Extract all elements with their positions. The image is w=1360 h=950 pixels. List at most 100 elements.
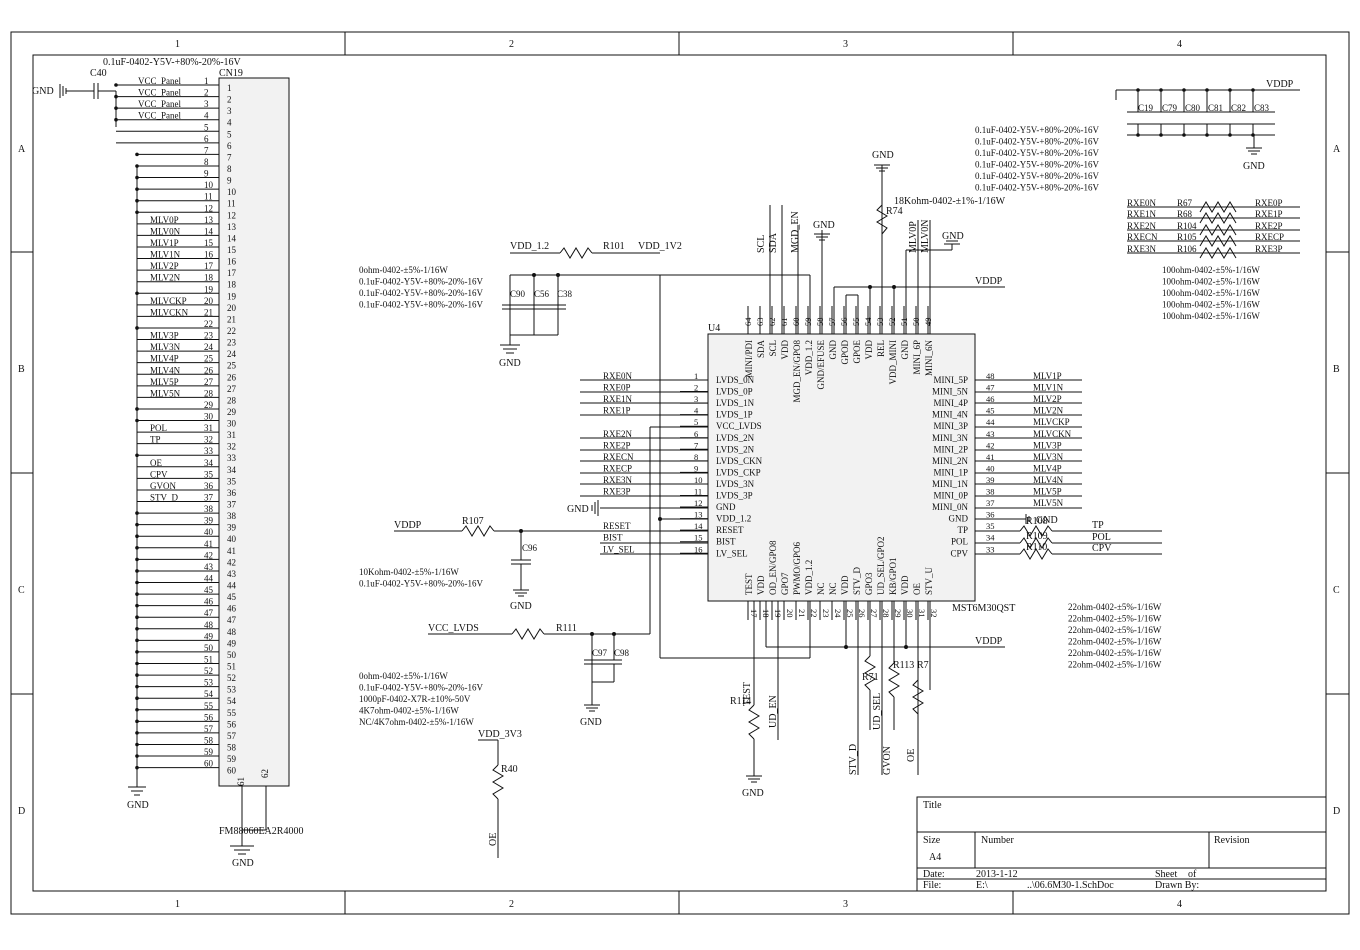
connector-pin-number: 34 — [204, 458, 214, 468]
terminator-net-right: RXECP — [1255, 232, 1284, 242]
ic-top-pin-number: 55 — [851, 318, 861, 327]
file-drive: E:\ — [976, 880, 988, 891]
connector-pin-inner-number: 15 — [227, 245, 237, 255]
connector-pin-number: 37 — [204, 493, 214, 503]
connector-pin-inner-number: 13 — [227, 222, 237, 232]
ic-top-pin-name: MINI_6P — [912, 340, 922, 375]
net-vdd-3v3: VDD_3V3 — [478, 729, 522, 740]
ic-top-pin-number: 59 — [803, 318, 813, 327]
connector-pin-number: 39 — [204, 516, 214, 526]
connector-pin-number: 50 — [204, 643, 214, 653]
connector-part: FM88060EA2R4000 — [219, 826, 303, 837]
ic-bottom-pin-number: 23 — [821, 609, 831, 618]
ic-bottom-pin-name: KB/GPO1 — [888, 557, 898, 595]
connector-pin-net: MLV5N — [150, 388, 181, 398]
ic-top-pin-name: GPOE — [852, 340, 862, 364]
ic-right-pin-name: MINI_2N — [932, 456, 968, 466]
ic-left-net-label: LV_SEL — [603, 544, 635, 554]
ic-ref: U4 — [708, 323, 720, 334]
ic-bottom-pin-name: VDD_1.2 — [804, 560, 814, 595]
ic-right-pin-name: CPV — [950, 548, 968, 558]
connector-pin-inner-number: 12 — [227, 210, 236, 220]
ic-right-pin-name: POL — [951, 537, 968, 547]
connector-pin-number: 20 — [204, 296, 214, 306]
ic-bottom-pin-number: 26 — [857, 609, 867, 618]
junction-dot — [114, 83, 118, 87]
ic-left-net-label: RXE3N — [603, 475, 633, 485]
connector-pin-number: 42 — [204, 550, 213, 560]
connector-pin-number: 36 — [204, 481, 214, 491]
r110-ref: R110 — [1026, 542, 1047, 553]
connector-pin-inner-number: 46 — [227, 604, 237, 614]
connector-pin-inner-number: 5 — [227, 129, 232, 139]
connector-pin-inner-number: 27 — [227, 384, 237, 394]
ic-top-pin-number: 50 — [911, 318, 921, 327]
ic-right-net-label: MLV5P — [1033, 487, 1062, 497]
connector-pin-number: 23 — [204, 331, 214, 341]
ic-top-pin-number: 56 — [839, 318, 849, 327]
ic-left-pin-number: 13 — [694, 510, 703, 520]
zone-col-top: 4 — [1177, 39, 1182, 50]
connector-pin-inner-number: 38 — [227, 511, 237, 521]
junction-dot — [114, 94, 118, 99]
gnd-pin49: GND — [942, 231, 964, 242]
ic-top-pin-name: REL — [876, 340, 886, 357]
connector-pin-net: MLVCKP — [150, 296, 187, 306]
ic-right-pin-number: 33 — [986, 544, 995, 554]
ic-left-pin-name: LVDS_CKN — [716, 456, 763, 466]
net-vdd-1-2: VDD_1.2 — [510, 241, 549, 252]
ic-top-pin-name: GND — [828, 340, 838, 360]
c90-ref: C90 — [510, 289, 526, 299]
net-vddp-bottom: VDDP — [975, 636, 1003, 647]
connector-pin-number: 26 — [204, 365, 214, 375]
ic-right-pin-name: TP — [957, 525, 968, 535]
ic-left-pin-name: LVDS_0P — [716, 387, 753, 397]
ic-bottom-pin-number: 31 — [917, 609, 927, 618]
r113-ref: R113 — [893, 660, 914, 671]
junction-dot — [1136, 133, 1140, 137]
connector-pin-inner-number: 23 — [227, 338, 237, 348]
connector-pin-net: VCC_Panel — [138, 76, 182, 86]
ic-left-pin-name: LVDS_0N — [716, 375, 755, 385]
date-value: 2013-1-12 — [976, 869, 1018, 880]
ic-bottom-pin-name: NC — [816, 582, 826, 595]
ic-left-pin-name: LVDS_2N — [716, 433, 755, 443]
ic-left-net-label: RXE1N — [603, 394, 633, 404]
ic-bottom-pin-name: STV_U — [924, 566, 934, 595]
ic-bottom-pin-name: VDD — [900, 575, 910, 595]
connector-pin-number: 40 — [204, 527, 214, 537]
c79-ref: C79 — [1162, 103, 1178, 113]
terminator-ref: R105 — [1177, 232, 1197, 242]
ic-top-pin-name: MINI/PDI — [744, 340, 754, 378]
ic-bottom-pin-name: OD_EN/GPO8 — [768, 540, 778, 595]
ic-left-pin-name: LVDS_1N — [716, 398, 755, 408]
connector-pin-number: 10 — [204, 180, 214, 190]
ic-right-pin-name: MINI_3N — [932, 433, 968, 443]
connector-gnd-bottom: GND — [232, 858, 254, 869]
ic-left-pin-number: 10 — [694, 475, 703, 485]
c98-ref: C98 — [614, 648, 630, 658]
connector-pin-number: 49 — [204, 631, 214, 641]
junction-dot — [1251, 88, 1255, 92]
connector-gnd-left: GND — [127, 800, 149, 811]
note-line: 0ohm-0402-±5%-1/16W — [359, 671, 448, 681]
net-ud-sel: UD_SEL — [872, 693, 883, 730]
connector-pin-number: 8 — [204, 157, 209, 167]
junction-dot — [135, 453, 139, 458]
terminator-net-right: RXE0P — [1255, 198, 1283, 208]
ic-right-pin-number: 39 — [986, 475, 995, 485]
size-value: A4 — [929, 852, 941, 863]
connector-pin-inner-number: 25 — [227, 361, 237, 371]
ic-u4: U4 MST6M30QST — [707, 323, 1015, 614]
title-label: Title — [923, 800, 942, 811]
ic-bottom-pin-name: TEST — [744, 573, 754, 595]
ic-right-pin-number: 48 — [986, 371, 995, 381]
terminator-net-left: RXE3N — [1127, 244, 1157, 254]
connector-pin-number: 52 — [204, 666, 213, 676]
pin62: 62 — [260, 769, 270, 778]
ic-right-pin-name: MINI_1P — [933, 467, 968, 477]
ic-left-net-label: RXE3P — [603, 487, 631, 497]
connector-pin-inner-number: 10 — [227, 187, 237, 197]
connector-pin-net: VCC_Panel — [138, 88, 182, 98]
